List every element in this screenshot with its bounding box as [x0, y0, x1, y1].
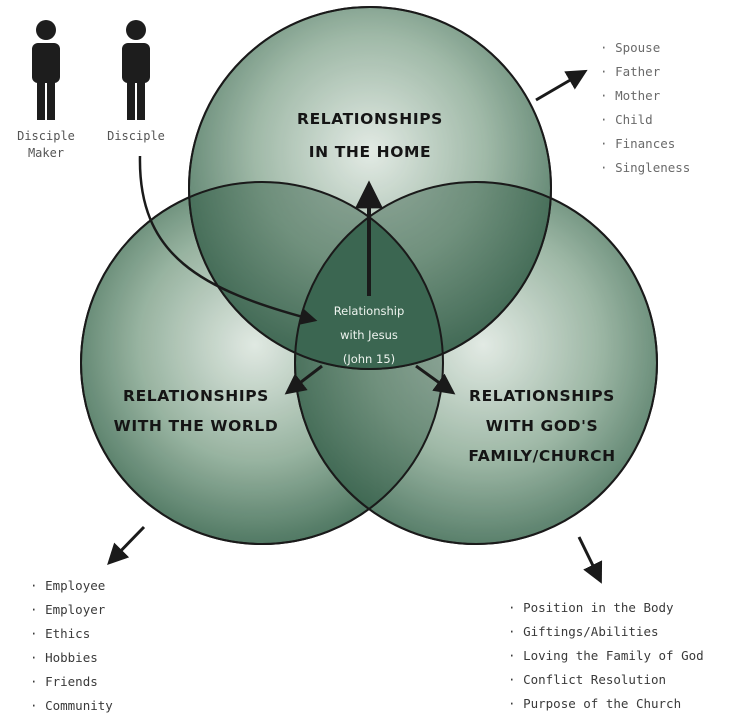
- disciple-curve-arrow: [138, 155, 318, 325]
- center-text-line3: (John 15): [343, 352, 395, 366]
- list-item: Singleness: [600, 156, 690, 180]
- disciple-person-icon: [122, 20, 150, 120]
- list-item: Finances: [600, 132, 690, 156]
- world-title-line2: WITH THE WORLD: [114, 417, 279, 435]
- church-title-line1: RELATIONSHIPS: [469, 387, 615, 405]
- center-text-line2: with Jesus: [340, 328, 398, 342]
- home-title-line2: IN THE HOME: [309, 143, 431, 161]
- disciple-maker-label-line1: Disciple: [17, 129, 75, 143]
- list-item: Community: [30, 694, 113, 718]
- list-item: Loving the Family of God: [508, 644, 704, 668]
- home-list: Spouse Father Mother Child Finances Sing…: [600, 36, 690, 180]
- list-item: Giftings/Abilities: [508, 620, 704, 644]
- arrow-to-world: [284, 364, 323, 395]
- disciple-maker-label-line2: Maker: [27, 146, 65, 160]
- list-item: Employee: [30, 574, 113, 598]
- disciple-maker-label: Disciple Maker: [6, 128, 86, 162]
- world-title-line1: RELATIONSHIPS: [123, 387, 269, 405]
- center-text-line1: Relationship: [334, 304, 405, 318]
- arrow-to-church: [415, 364, 456, 395]
- disciple-label-line1: Disciple: [107, 129, 165, 143]
- church-title-line2: WITH GOD'S: [486, 417, 598, 435]
- list-item: Spouse: [600, 36, 690, 60]
- list-item: Father: [600, 60, 690, 84]
- arrow-world-list: [107, 525, 146, 566]
- disciple-maker-person-icon: [32, 20, 60, 120]
- center-region: [295, 182, 443, 369]
- home-title-line1: RELATIONSHIPS: [297, 110, 443, 128]
- list-item: Position in the Body: [508, 596, 704, 620]
- list-item: Ethics: [30, 622, 113, 646]
- list-item: Hobbies: [30, 646, 113, 670]
- list-item: Purpose of the Church: [508, 692, 704, 716]
- church-list: Position in the Body Giftings/Abilities …: [508, 596, 704, 716]
- list-item: Employer: [30, 598, 113, 622]
- list-item: Conflict Resolution: [508, 668, 704, 692]
- arrow-church-list: [577, 536, 603, 584]
- arrow-home-list: [535, 69, 588, 102]
- list-item: Child: [600, 108, 690, 132]
- list-item: Friends: [30, 670, 113, 694]
- world-list: Employee Employer Ethics Hobbies Friends…: [30, 574, 113, 718]
- church-title-line3: FAMILY/CHURCH: [468, 447, 615, 465]
- disciple-label: Disciple: [96, 128, 176, 145]
- list-item: Mother: [600, 84, 690, 108]
